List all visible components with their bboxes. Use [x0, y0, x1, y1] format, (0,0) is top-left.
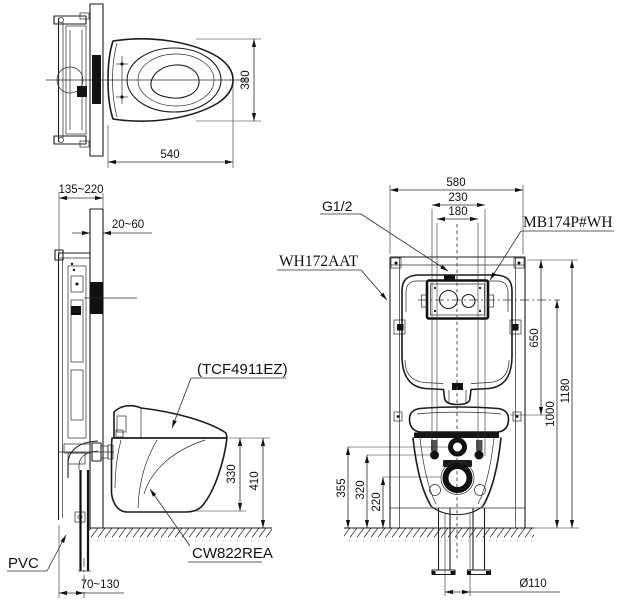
label-flush-plate-model: MB174P#WH	[489, 214, 614, 281]
svg-text:580: 580	[446, 177, 465, 189]
svg-text:20~60: 20~60	[112, 219, 144, 231]
dim-220: 220	[371, 476, 441, 528]
svg-text:320: 320	[355, 480, 367, 499]
svg-text:355: 355	[336, 478, 348, 497]
dim-span-230: 230	[431, 192, 486, 456]
svg-text:CW822REA: CW822REA	[192, 545, 273, 562]
dim-drain-diameter: Ø110	[445, 578, 560, 595]
label-pvc: PVC	[7, 534, 67, 572]
dim-wall-thickness: 20~60	[72, 219, 152, 236]
dim-355: 355	[336, 446, 449, 528]
front-legs	[431, 508, 492, 596]
front-ground-hatch	[344, 528, 534, 541]
label-supply-thread: G1/2	[320, 198, 449, 272]
plan-toilet	[107, 38, 234, 122]
dim-1000: 1000	[545, 300, 560, 528]
plan-frame	[53, 12, 90, 148]
label-frame-model: WH172AAT	[277, 253, 388, 301]
top-view: 380 540	[46, 3, 261, 168]
svg-text:WH172AAT: WH172AAT	[279, 253, 359, 270]
svg-text:650: 650	[529, 328, 541, 347]
label-washlet-model: (TCF4911EZ)	[171, 361, 288, 429]
dim-bowl-depth: 380	[196, 38, 261, 122]
side-frame	[54, 249, 90, 523]
label-bowl-model: CW822REA	[149, 488, 273, 563]
side-ground-hatch	[88, 528, 272, 541]
plan-wall-sleeve	[92, 55, 101, 104]
svg-text:70~130: 70~130	[81, 579, 120, 591]
dim-span-180: 180	[436, 206, 479, 448]
side-bowl	[110, 437, 228, 513]
dim-bowl-width: 540	[107, 84, 234, 168]
svg-text:380: 380	[240, 70, 252, 89]
front-frame	[389, 256, 526, 528]
svg-text:135~220: 135~220	[58, 184, 103, 196]
side-wall-panel	[89, 208, 104, 529]
svg-text:G1/2: G1/2	[322, 198, 353, 214]
svg-text:1000: 1000	[545, 401, 557, 427]
svg-text:Ø110: Ø110	[519, 578, 546, 590]
svg-text:180: 180	[448, 206, 467, 218]
side-view: 135~220 20~60 330 410 70~130 P	[7, 184, 288, 598]
dim-frame-width: 580	[389, 177, 524, 254]
front-flush-plate-box	[421, 279, 494, 320]
svg-text:330: 330	[226, 464, 238, 483]
front-bowl	[408, 406, 510, 516]
svg-text:PVC: PVC	[8, 555, 39, 572]
side-pvc-pipe	[78, 470, 91, 572]
svg-text:(TCF4911EZ): (TCF4911EZ)	[197, 361, 288, 378]
svg-text:MB174P#WH: MB174P#WH	[523, 214, 613, 231]
front-view: 580 230 180 650 1000 1180	[277, 177, 614, 596]
plan-wall-panel	[89, 3, 104, 157]
svg-text:220: 220	[371, 492, 383, 511]
dim-frame-depth: 135~220	[58, 184, 104, 256]
svg-text:540: 540	[160, 149, 179, 161]
side-fittings	[58, 440, 114, 478]
dim-rim-height: 410	[249, 438, 266, 528]
dim-320: 320	[355, 454, 432, 528]
front-cistern	[401, 274, 513, 406]
svg-text:1180: 1180	[560, 379, 572, 404]
svg-text:230: 230	[448, 192, 467, 204]
dim-outlet-offset: 70~130	[58, 525, 124, 598]
svg-text:410: 410	[249, 471, 261, 490]
dim-1180: 1180	[534, 260, 579, 529]
dim-650: 650	[510, 259, 578, 416]
side-washlet-seat	[113, 404, 228, 439]
